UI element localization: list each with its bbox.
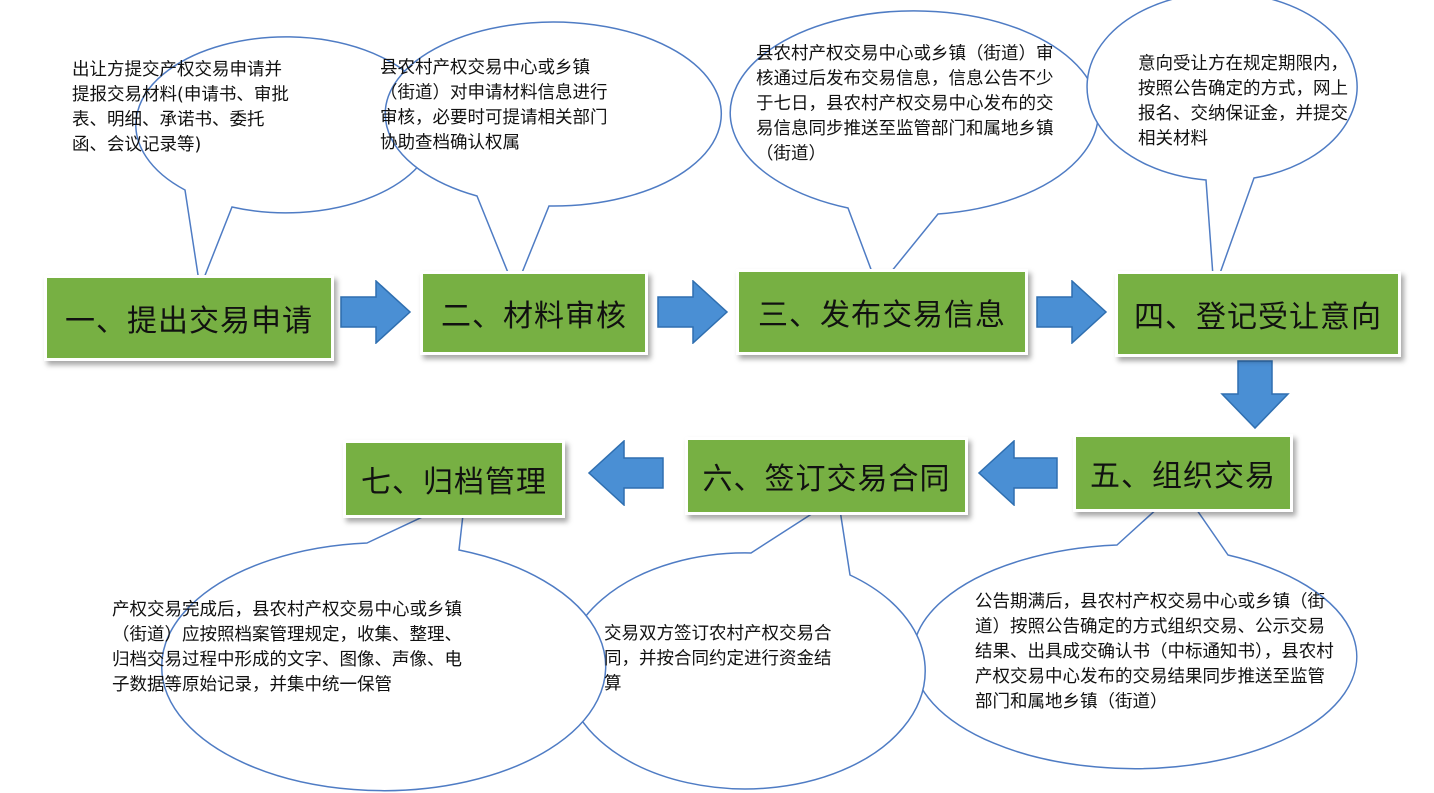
callout-text-5: 公告期满后，县农村产权交易中心或乡镇（街道）按照公告确定的方式组织交易、公示交易… (975, 592, 1334, 712)
callout-bubble-7 (160, 495, 607, 792)
arrow-down (1220, 360, 1290, 430)
step-7-archive: 七、归档管理 (343, 440, 565, 518)
step-4-register-intent: 四、登记受让意向 (1115, 271, 1401, 357)
callout-bubble-4 (1086, 0, 1358, 291)
arrow-left-2 (588, 440, 664, 506)
arrow-right-2 (657, 280, 729, 344)
step-2-material-review: 二、材料审核 (420, 271, 648, 355)
callout-text-6: 交易双方签订农村产权交易合同，并按合同约定进行资金结算 (604, 624, 832, 694)
callout-bubble-6 (564, 495, 926, 790)
callout-text-7: 产权交易完成后，县农村产权交易中心或乡镇（街道）应按照档案管理规定，收集、整理、… (112, 600, 462, 695)
callout-text-3: 县农村产权交易中心或乡镇（街道）审核通过后发布交易信息，信息公告不少于七日，县农… (756, 44, 1054, 164)
callout-bubble-3 (729, 10, 1100, 290)
step-6-sign-contract: 六、签订交易合同 (685, 437, 968, 515)
step-3-publish-info: 三、发布交易信息 (736, 269, 1028, 355)
callout-bubble-2 (384, 21, 723, 293)
callout-bubble-1 (135, 36, 437, 291)
callout-text-4: 意向受让方在规定期限内，按照公告确定的方式，网上报名、交纳保证金，并提交相关材料 (1138, 54, 1348, 149)
arrow-right-3 (1036, 280, 1108, 344)
arrow-left-1 (978, 440, 1058, 506)
callout-text-1: 出让方提交产权交易申请并提报交易材料(申请书、审批表、明细、承诺书、委托函、会议… (72, 60, 289, 155)
callout-bubble-5 (912, 485, 1358, 770)
arrow-right-1 (340, 280, 412, 344)
step-5-organize-trade: 五、组织交易 (1073, 434, 1293, 512)
callout-text-2: 县农村产权交易中心或乡镇（街道）对申请材料信息进行审核，必要时可提请相关部门协助… (380, 58, 608, 153)
step-1-submit-application: 一、提出交易申请 (44, 275, 334, 361)
